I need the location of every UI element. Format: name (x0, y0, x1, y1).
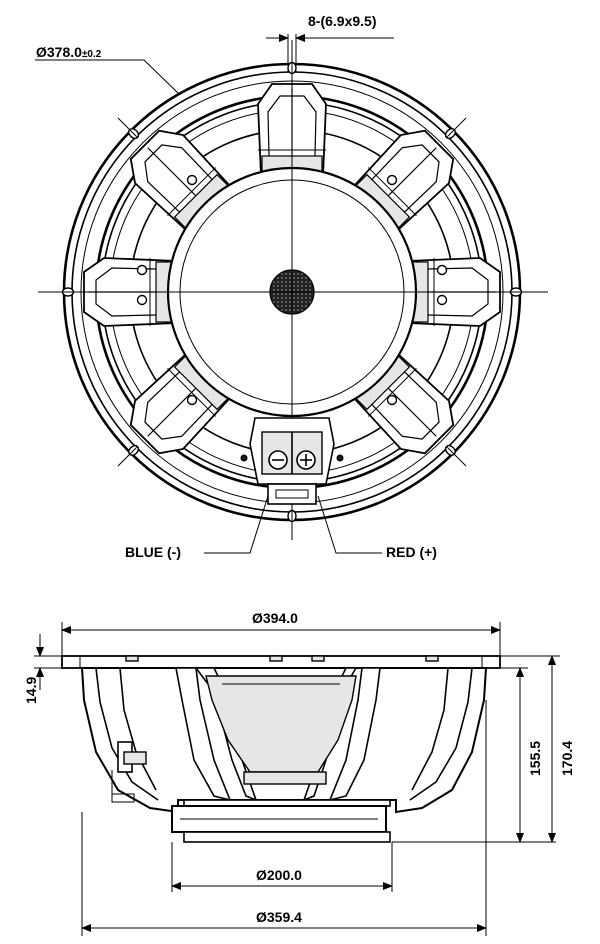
vent-hole (186, 394, 198, 406)
outer-diameter-label: Ø378.0±0.2 (36, 44, 102, 60)
side-terminal (111, 741, 147, 803)
overall-depth-label: 170.4 (559, 741, 575, 776)
back-plate (183, 831, 391, 843)
baffle-diameter-label: Ø359.4 (256, 909, 302, 925)
mounting-holes-label: 8-(6.9x9.5) (308, 13, 376, 29)
vent-hole (136, 264, 148, 276)
overall-diameter-label: Ø394.0 (252, 610, 298, 626)
vent-hole (436, 264, 448, 276)
flange-thickness-label: 14.9 (23, 677, 39, 704)
terminal-positive-label: RED (+) (386, 544, 437, 560)
vent-hole (386, 174, 398, 186)
terminal-negative-label: BLUE (-) (125, 544, 181, 560)
mounting-depth-label: 155.5 (527, 741, 543, 776)
front-view: Ø378.0±0.2 8-(6.9x9.5) BLUE (-) RED (+) (35, 13, 548, 560)
vent-holes (136, 174, 448, 406)
vent-hole (136, 294, 148, 306)
magnet-diameter-label: Ø200.0 (256, 867, 302, 883)
vent-hole (186, 174, 198, 186)
voice-coil-former (243, 771, 327, 785)
vent-hole (386, 394, 398, 406)
vent-hole (436, 294, 448, 306)
terminal-block (240, 417, 344, 505)
side-view: Ø394.0 (23, 610, 575, 936)
